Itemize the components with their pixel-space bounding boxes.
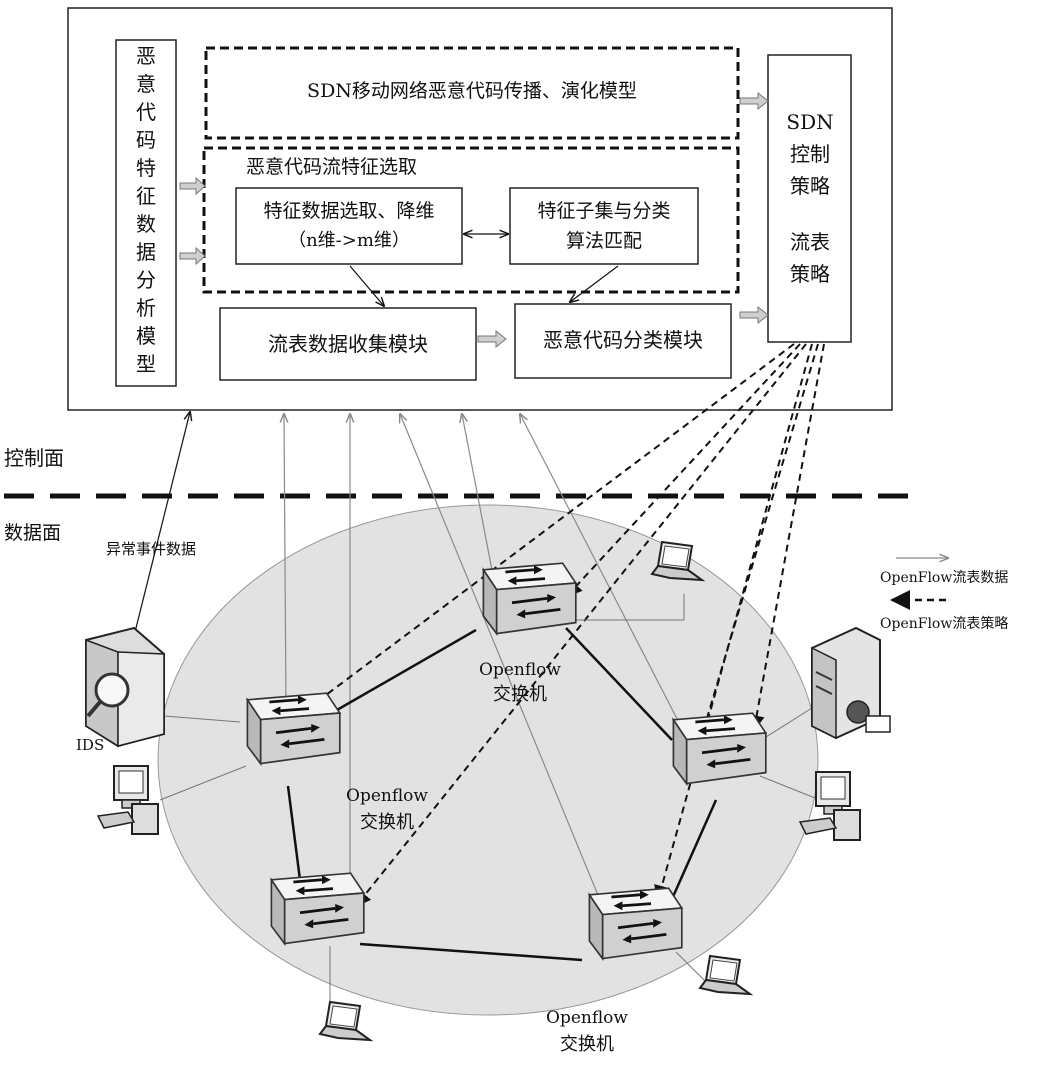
- feature-analysis-model-label: 恶意代码特征数据分析模型: [116, 42, 176, 378]
- feature-reduce-label-1: 特征数据选取、降维: [263, 200, 434, 223]
- sdn-policy-label-1: SDN: [786, 110, 833, 134]
- flow-policy-label-1: 流表: [790, 230, 830, 254]
- subset-match-label-2: 算法匹配: [566, 230, 642, 253]
- sdn-policy-label-2: 控制: [790, 142, 830, 166]
- feature-selection-title: 恶意代码流特征选取: [246, 156, 417, 179]
- data-plane-label: 数据面: [4, 522, 61, 545]
- legend-flow-data-label: OpenFlow流表数据: [880, 570, 1008, 587]
- switch-top-label-2: 交换机: [493, 684, 547, 706]
- switch-top-label-1: Openflow: [479, 660, 561, 680]
- switch-right: [673, 713, 765, 783]
- feature-reduce-label-2: （n维->m维）: [288, 230, 410, 252]
- anomaly-data-line: [134, 412, 190, 636]
- flow-collect-label: 流表数据收集模块: [268, 332, 428, 356]
- switch-left: [247, 693, 339, 763]
- anomaly-data-label: 异常事件数据: [106, 540, 196, 558]
- subset-match-label-1: 特征子集与分类: [537, 200, 670, 223]
- switch-bottom-left: [271, 873, 363, 943]
- laptop-icon-bottom-right: [700, 956, 750, 994]
- switch-bottom-right: [589, 888, 681, 958]
- switch-mid-label-2: 交换机: [360, 812, 414, 834]
- sdn-policy-box: [768, 55, 851, 342]
- server-icon: [812, 628, 890, 738]
- ids-label: IDS: [76, 736, 104, 754]
- switch-mid-label-1: Openflow: [346, 786, 428, 806]
- switch-bottom-label-2: 交换机: [560, 1034, 614, 1056]
- switch-top: [483, 563, 575, 633]
- flow-policy-label-2: 策略: [790, 262, 830, 286]
- ids-icon: [86, 628, 164, 746]
- switch-bottom-label-1: Openflow: [546, 1008, 628, 1028]
- legend-flow-policy-label: OpenFlow流表策略: [880, 616, 1008, 633]
- laptop-icon-bottom-left: [320, 1002, 370, 1040]
- control-plane-label: 控制面: [4, 446, 64, 470]
- propagation-model-label: SDN移动网络恶意代码传播、演化模型: [307, 80, 637, 103]
- classify-label: 恶意代码分类模块: [543, 328, 703, 352]
- pc-icon-left: [98, 766, 158, 834]
- sdn-policy-label-3: 策略: [790, 174, 830, 198]
